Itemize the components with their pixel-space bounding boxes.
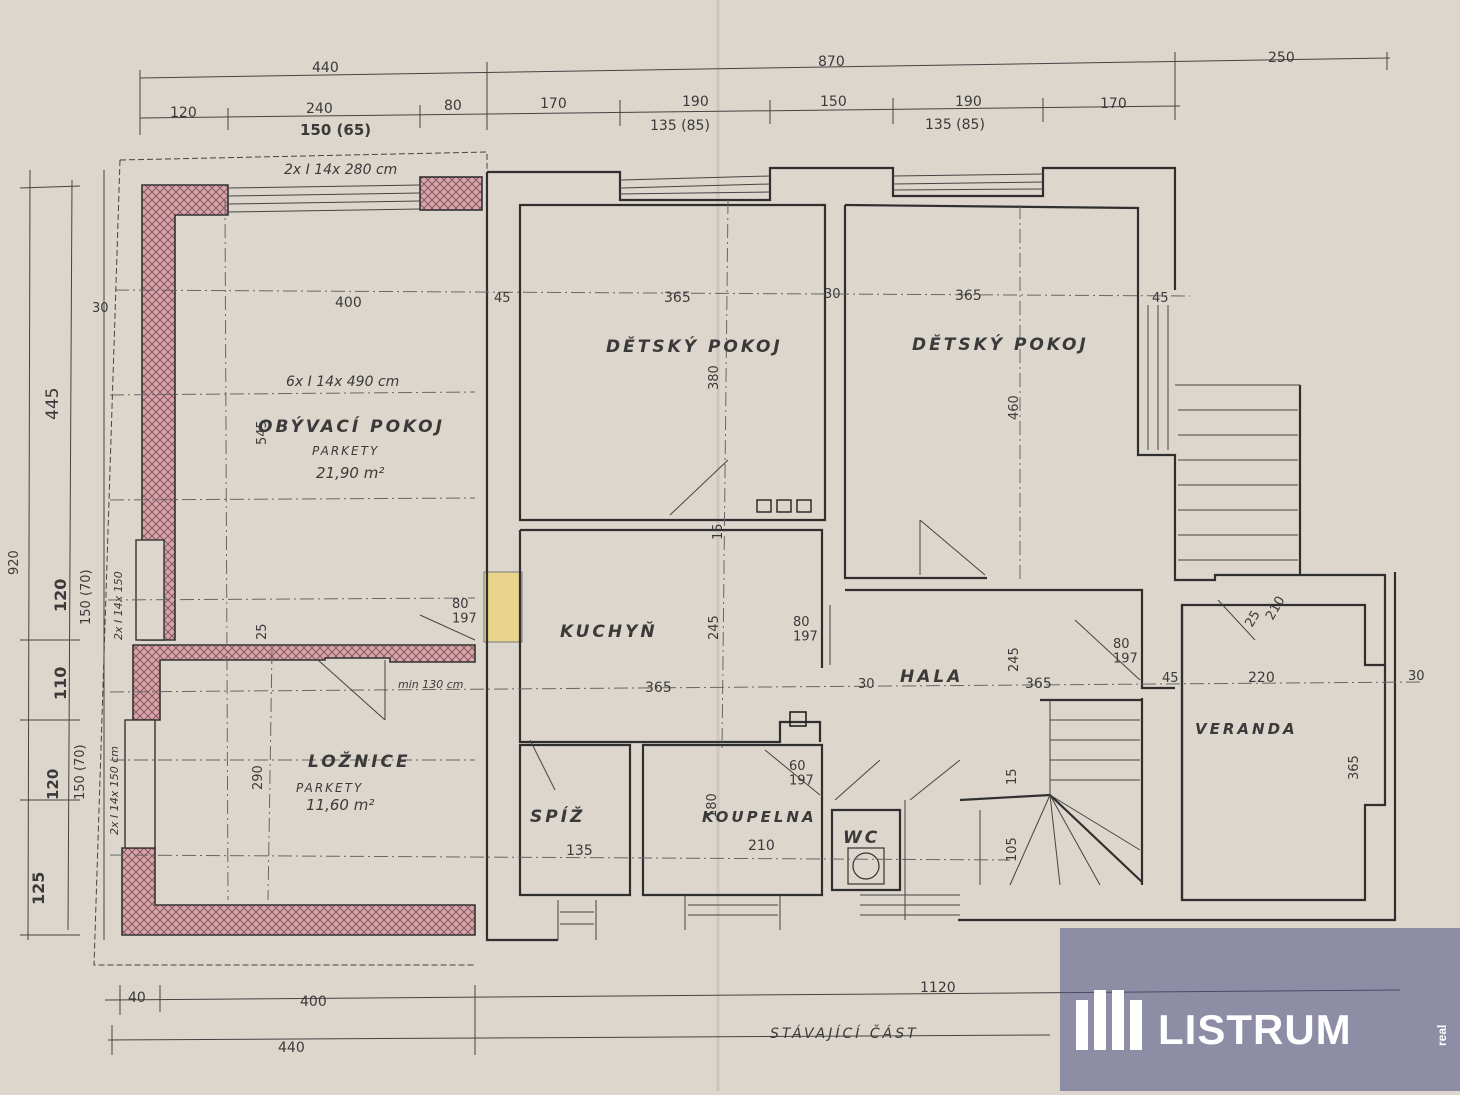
min-clearance: min 130 cm: [398, 678, 464, 691]
top-windows: [619, 173, 1169, 450]
existing-part-label: STÁVAJÍCÍ ČÁST: [770, 1024, 919, 1042]
dim-hall-height: 245: [1007, 647, 1022, 672]
room-kitchen-name: KUCHYŇ: [560, 620, 658, 642]
dim-bottom-40: 40: [128, 990, 146, 1006]
logo-background: [1060, 928, 1460, 1091]
room-living-floor: PARKETY: [312, 444, 379, 458]
dim-side-45: 45: [1162, 671, 1179, 686]
room-labels: OBÝVACÍ POKOJ PARKETY 21,90 m² LOŽNICE P…: [258, 333, 1298, 848]
dim-left-30: 30: [92, 301, 109, 316]
dim-living-height: 545: [255, 420, 270, 445]
dim-living-width: 400: [335, 295, 362, 311]
dim-side-15: 15: [711, 523, 726, 540]
lintel-note-b: 2x I 14x 150 cm: [108, 746, 121, 835]
dim-stair-15: 15: [1005, 768, 1020, 785]
room-veranda-name: VERANDA: [1195, 720, 1298, 738]
dim-stair-105: 105: [1005, 837, 1020, 862]
logo-icon: [1076, 990, 1142, 1050]
room-bedroom-floor: PARKETY: [296, 781, 363, 795]
axis-lines: [107, 199, 1421, 901]
room-living-name: OBÝVACÍ POKOJ: [258, 415, 445, 437]
dim-top-440: 440: [312, 60, 339, 76]
dim-pantry-width: 135: [566, 843, 593, 859]
room-bedroom-name: LOŽNICE: [308, 750, 411, 772]
left-dimensions: 920 445 120 110 120 125 150 (70) 150 (70…: [7, 169, 125, 941]
lintel-note-a: 2x I 14x 150: [112, 571, 125, 640]
dim-opening-150-65: 150 (65): [300, 121, 371, 139]
dim-left-opening-b: 150 (70): [73, 744, 88, 800]
logo-suffix: real: [1435, 1025, 1449, 1046]
dim-bedroom-height: 290: [251, 765, 266, 790]
dim-left-120b: 120: [44, 769, 62, 800]
dim-left-125: 125: [29, 872, 48, 905]
dim-bathroom-height: 180: [705, 793, 720, 818]
dim-left-110: 110: [51, 667, 70, 700]
dim-top-150: 150: [820, 94, 847, 110]
dim-bottom-1120: 1120: [920, 980, 956, 996]
room-hall-name: HALA: [900, 667, 963, 687]
dim-hall-width: 365: [1025, 676, 1052, 692]
dim-wall-30b: 30: [858, 677, 875, 692]
dim-living-gap: 25: [255, 623, 270, 640]
dim-top-870: 870: [818, 54, 845, 70]
room-bedroom-area: 11,60 m²: [306, 796, 374, 814]
dim-top-80: 80: [444, 98, 462, 114]
door-swings: [317, 459, 1256, 801]
dim-kids1-height: 380: [707, 365, 722, 390]
logo-text: LISTRUM: [1158, 1006, 1352, 1053]
beam-middle: 6x I 14x 490 cm: [286, 374, 399, 390]
dim-top-240: 240: [306, 101, 333, 117]
beam-top: 2x I 14x 280 cm: [284, 162, 397, 178]
dim-top-250: 250: [1268, 50, 1295, 66]
dim-bottom-400: 400: [300, 994, 327, 1010]
room-kids1-name: DĚTSKÝ POKOJ: [606, 335, 783, 357]
dim-opening-135-85a: 135 (85): [650, 118, 710, 134]
dim-kitchen-width: 365: [645, 680, 672, 696]
dim-left-445: 445: [43, 388, 63, 420]
existing-walls: [485, 166, 1397, 942]
dim-bathroom-width: 210: [748, 838, 775, 854]
dim-left-opening-a: 150 (70): [79, 569, 94, 625]
dim-veranda-height: 365: [1347, 755, 1362, 780]
room-kids2-name: DĚTSKÝ POKOJ: [912, 333, 1089, 355]
dim-top-120: 120: [170, 105, 197, 121]
dim-bottom-440: 440: [278, 1040, 305, 1056]
dim-kids2-height: 460: [1007, 395, 1022, 420]
room-pantry-name: SPÍŽ: [530, 805, 585, 827]
inner-dimensions: 400 545 25 365 380 365 460 45 45 30 30 3…: [251, 287, 1425, 862]
room-wc-name: WC: [843, 828, 880, 848]
dim-opening-135-85b: 135 (85): [925, 117, 985, 133]
dim-wall-30a: 30: [824, 287, 841, 302]
new-walls: [121, 176, 523, 936]
bottom-features: [557, 800, 960, 940]
dim-side-30: 30: [1408, 669, 1425, 684]
living-window: [227, 184, 421, 213]
dim-wall-45a: 45: [494, 291, 511, 306]
dim-top-170a: 170: [540, 96, 567, 112]
dim-kids2-width: 365: [955, 288, 982, 304]
dim-left-920: 920: [7, 550, 22, 575]
room-living-area: 21,90 m²: [316, 464, 384, 482]
room-bathroom-name: KOUPELNA: [702, 808, 817, 826]
dim-top-190b: 190: [955, 94, 982, 110]
door-veranda-25-210: 25210: [1242, 587, 1288, 637]
dim-kids1-width: 365: [664, 290, 691, 306]
dim-wall-45b: 45: [1152, 291, 1169, 306]
dim-left-120a: 120: [51, 579, 70, 612]
top-dimensions: 440 870 250 120 240 80 170 190 150 190 1…: [139, 50, 1391, 139]
dim-kitchen-height: 245: [707, 615, 722, 640]
dim-top-190a: 190: [682, 94, 709, 110]
dim-veranda-width: 220: [1248, 670, 1275, 686]
dim-top-170b: 170: [1100, 96, 1127, 112]
